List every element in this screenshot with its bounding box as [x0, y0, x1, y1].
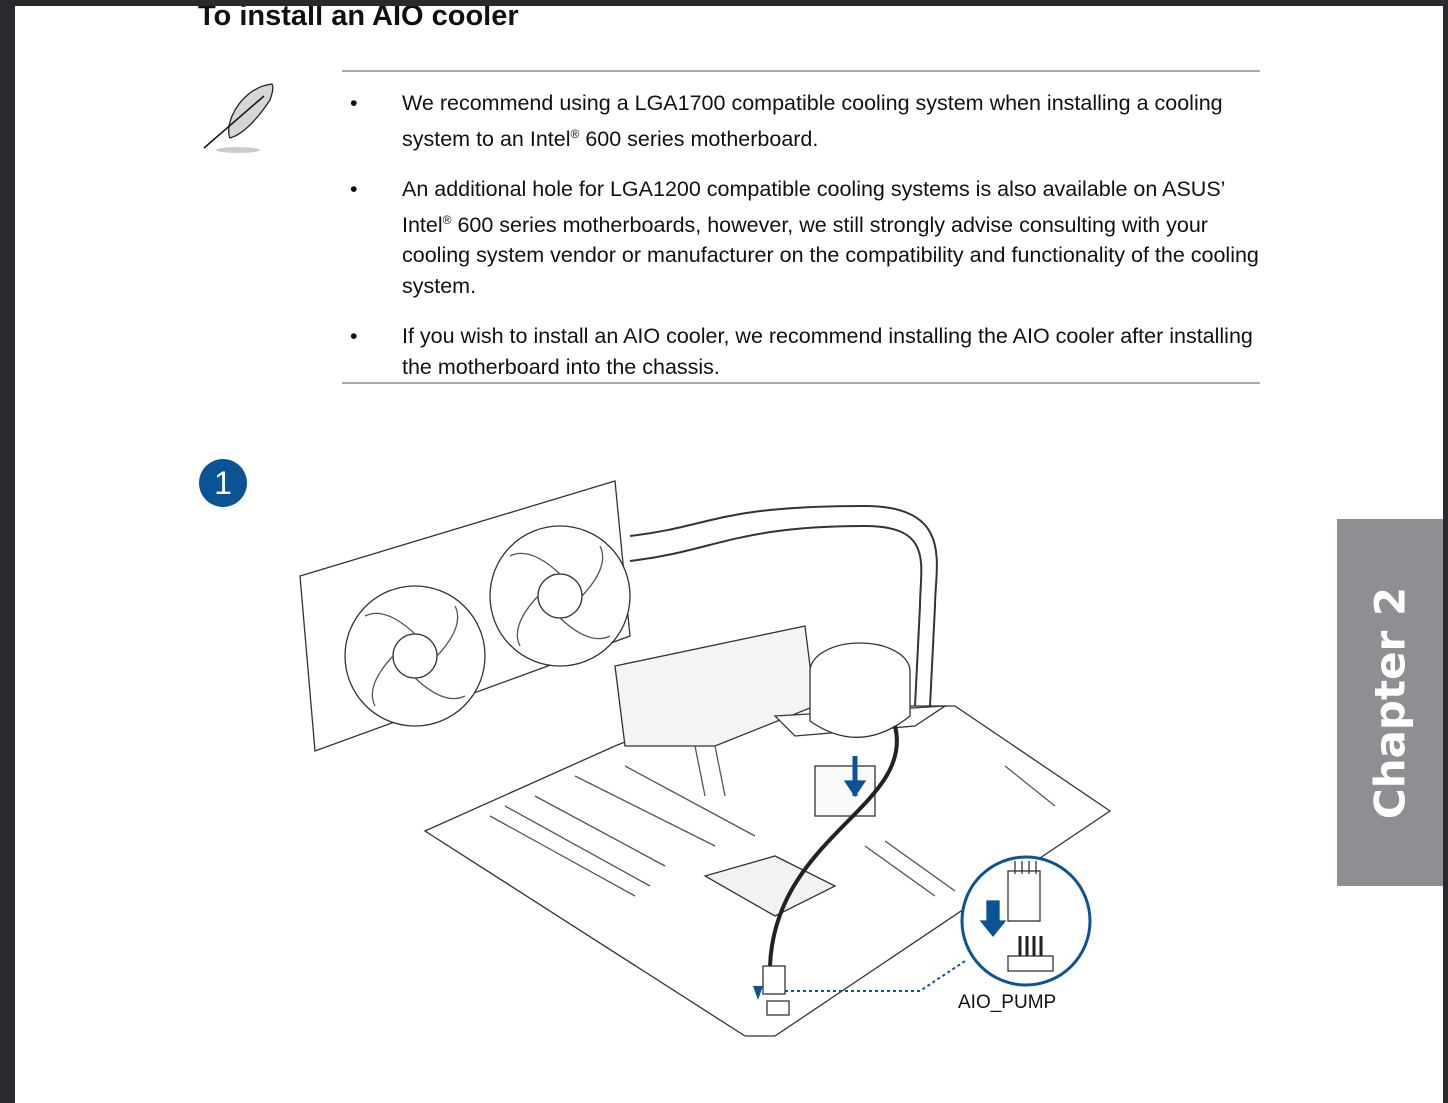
note-text: 600 series motherboard. — [579, 126, 819, 151]
note-bottom-rule — [342, 382, 1260, 384]
section-title: To install an AIO cooler — [198, 6, 519, 32]
step-number-badge: 1 — [199, 459, 247, 507]
note-text: We recommend using a LGA1700 compatible … — [402, 91, 1223, 151]
registered-mark: ® — [442, 212, 452, 227]
note-feather-icon — [203, 83, 274, 153]
note-item: • We recommend using a LGA1700 compatible… — [342, 88, 1260, 154]
note-text: An additional hole for LGA1200 compatibl… — [402, 177, 1225, 237]
registered-mark: ® — [570, 126, 580, 141]
document-page: To install an AIO cooler • We recommend u… — [15, 6, 1443, 1103]
bullet: • — [350, 177, 358, 202]
bullet: • — [350, 91, 358, 115]
aio-cooler-installation-illustration — [299, 480, 1112, 1037]
note-item: • An additional hole for LGA1200 compatib… — [342, 174, 1260, 301]
chapter-tab-label: Chapter 2 — [1365, 586, 1415, 819]
note-item: • If you wish to install an AIO cooler, w… — [342, 321, 1260, 382]
note-text: If you wish to install an AIO cooler, we… — [402, 324, 1253, 379]
aio-pump-header-label: AIO_PUMP — [958, 992, 1057, 1013]
bullet: • — [350, 324, 358, 349]
note-list: • We recommend using a LGA1700 compatible… — [342, 88, 1260, 402]
chapter-tab: Chapter 2 — [1337, 519, 1443, 886]
note-text: 600 series motherboards, however, we sti… — [402, 212, 1259, 298]
note-top-rule — [342, 70, 1260, 72]
